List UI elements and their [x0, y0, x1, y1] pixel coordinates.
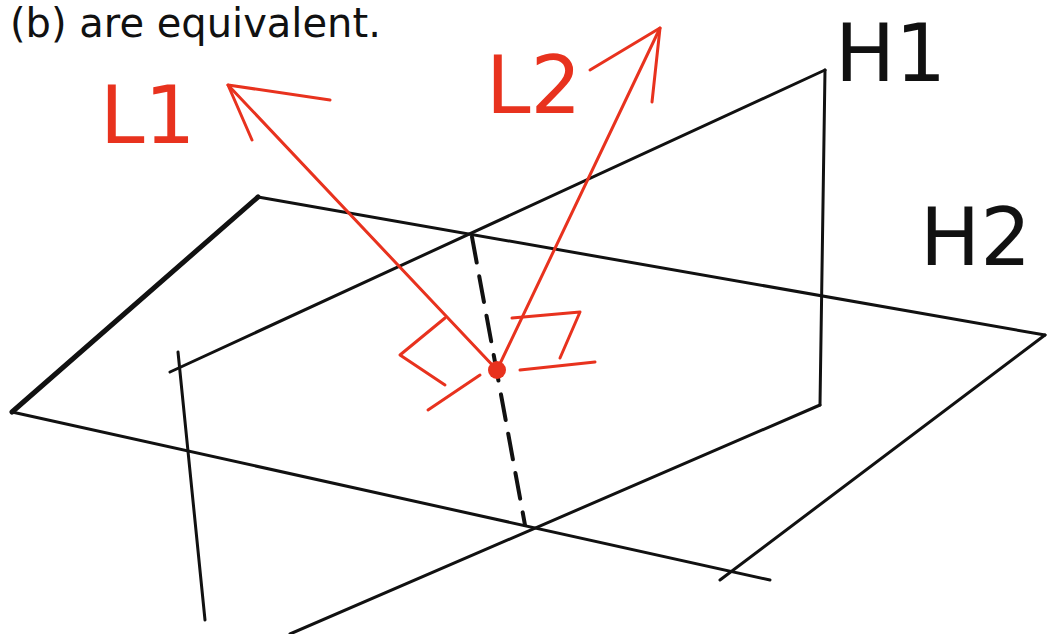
- right-angle-mark: [520, 362, 595, 370]
- plane-label: H1: [835, 8, 946, 100]
- plane-edge: [12, 197, 258, 412]
- plane-edge: [12, 412, 770, 580]
- plane-label: H2: [920, 192, 1031, 284]
- normal-vector: [228, 85, 497, 370]
- plane-edge: [820, 70, 825, 405]
- right-angle-mark: [400, 318, 445, 385]
- arrow-head: [228, 85, 330, 140]
- arrow-head: [590, 28, 660, 102]
- line-label: L1: [100, 70, 195, 162]
- plane-edge: [720, 335, 1045, 580]
- right-angle-mark: [512, 312, 580, 358]
- statement-text: (b) are equivalent.: [10, 0, 381, 46]
- intersection-line: [472, 237, 525, 525]
- plane-edge: [290, 405, 820, 634]
- plane-edge: [178, 352, 205, 620]
- right-angle-mark: [428, 375, 480, 410]
- intersection-point: [488, 361, 506, 379]
- line-label: L2: [486, 40, 581, 132]
